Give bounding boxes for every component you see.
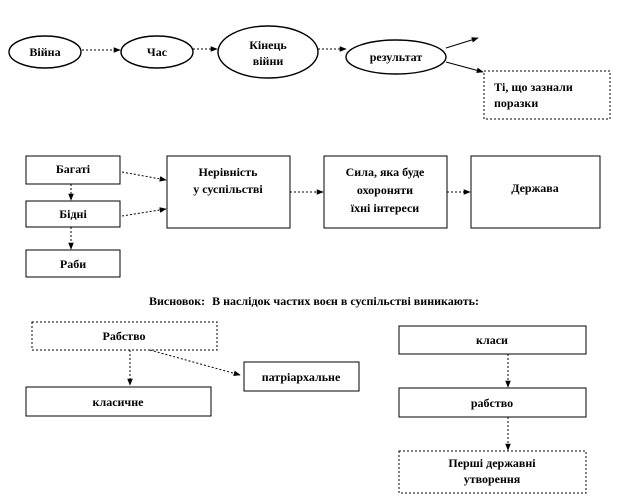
node-result-label: результат	[370, 50, 423, 64]
node-classes: класи	[398, 325, 587, 355]
node-rich-label: Багаті	[56, 162, 91, 176]
node-slavery: Рабство	[31, 321, 218, 351]
node-classes-label: класи	[476, 333, 508, 347]
node-result: результат	[345, 39, 447, 75]
node-poor-label: Бідні	[59, 207, 87, 221]
node-end-of-war-label-2: війни	[253, 54, 284, 68]
conclusion-label: Висновок:	[149, 294, 205, 308]
node-classical-label: класичне	[93, 395, 145, 409]
node-poor: Бідні	[25, 200, 121, 228]
arrow-rich-to-inequality	[121, 171, 167, 182]
node-first-states: Перші державні утворення	[398, 450, 587, 494]
node-force-label-3: їхні інтереси	[351, 201, 420, 215]
node-state: Держава	[470, 155, 601, 229]
conclusion-line: Висновок: В наслідок частих воєн в суспі…	[149, 294, 479, 308]
node-rich: Багаті	[25, 155, 121, 185]
arrow-poor-to-inequality	[121, 207, 167, 217]
node-war-label: Війна	[29, 45, 60, 59]
node-patriarchal: патріархальне	[243, 361, 360, 392]
arrow-result-to-defeated	[445, 61, 484, 74]
node-time: Час	[120, 35, 194, 69]
node-force-label-1: Сила, яка буде	[346, 165, 425, 179]
node-slavery-lower-label: рабство	[471, 396, 513, 410]
arrow-result-up	[445, 37, 479, 49]
node-classical: класичне	[25, 386, 212, 417]
node-defeated-label-1: Ті, що зазнали	[494, 80, 573, 94]
node-defeated: Ті, що зазнали поразки	[483, 70, 611, 120]
node-slaves: Раби	[25, 249, 121, 278]
node-time-label: Час	[147, 45, 168, 59]
node-inequality-label-2: у суспільстві	[193, 182, 263, 196]
conclusion-text: В наслідок частих воєн в суспільстві вин…	[212, 294, 479, 308]
node-inequality-label-1: Нерівність	[199, 165, 259, 179]
node-first-states-label-2: утворення	[464, 472, 521, 486]
node-force-label-2: охороняти	[357, 183, 413, 197]
node-end-of-war: Кінець війни	[217, 25, 319, 79]
node-slavery-lower: рабство	[398, 387, 587, 418]
node-war: Війна	[8, 35, 82, 69]
node-slaves-label: Раби	[60, 257, 86, 271]
node-force: Сила, яка буде охороняти їхні інтереси	[323, 155, 448, 229]
node-defeated-label-2: поразки	[494, 96, 538, 110]
node-patriarchal-label: патріархальне	[262, 370, 341, 384]
arrow-slavery-to-patriarchal	[149, 349, 241, 377]
node-inequality: Нерівність у суспільстві	[166, 155, 291, 229]
node-first-states-label-1: Перші державні	[448, 456, 536, 470]
node-slavery-label: Рабство	[103, 329, 146, 343]
node-end-of-war-label-1: Кінець	[249, 38, 287, 52]
node-state-label: Держава	[511, 181, 559, 195]
